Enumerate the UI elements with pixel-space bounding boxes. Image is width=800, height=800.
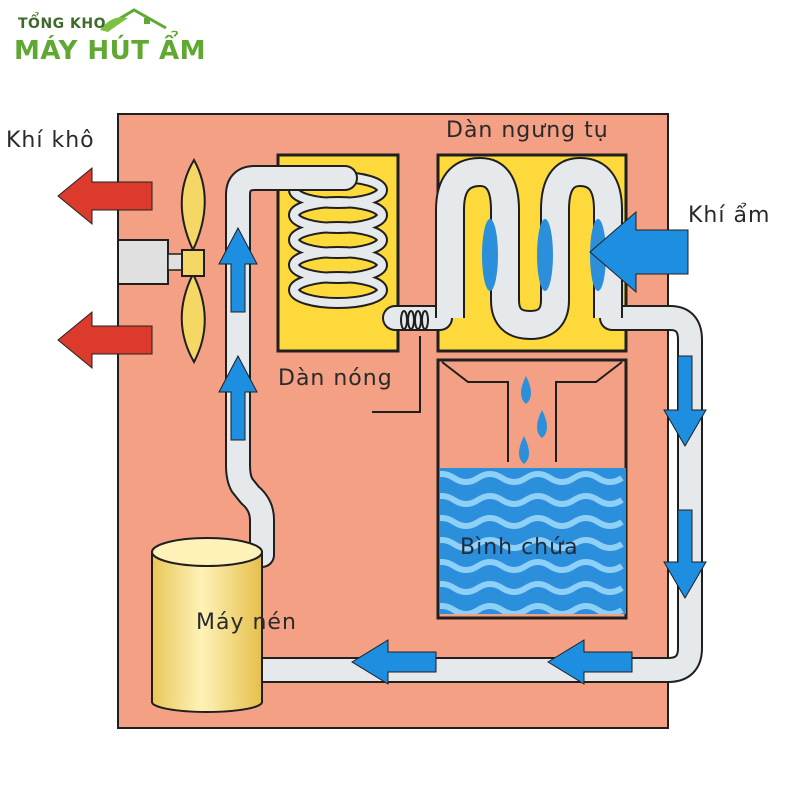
tank	[436, 358, 628, 620]
label-condenser: Dàn ngưng tụ	[446, 118, 609, 143]
humid-air-arrow	[589, 210, 689, 294]
hot-coil-leader	[372, 336, 421, 413]
logo-house-icon	[100, 8, 167, 32]
expansion-spring	[400, 310, 429, 330]
label-humid-air: Khí ẩm	[688, 203, 771, 228]
fan-icon	[117, 157, 206, 365]
label-dry-air: Khí khô	[6, 128, 95, 153]
water-drop-icon	[519, 376, 547, 464]
flow-arrows	[218, 226, 707, 685]
compressor-icon	[151, 537, 263, 713]
label-tank: Bình chứa	[460, 535, 579, 560]
label-hot-coil: Dàn nóng	[278, 366, 393, 391]
dry-air-arrow	[57, 166, 153, 370]
brand-name: MÁY HÚT ẨM	[14, 36, 207, 66]
label-compressor: Máy nén	[196, 610, 297, 635]
brand-top: TỔNG KHO	[18, 16, 106, 32]
